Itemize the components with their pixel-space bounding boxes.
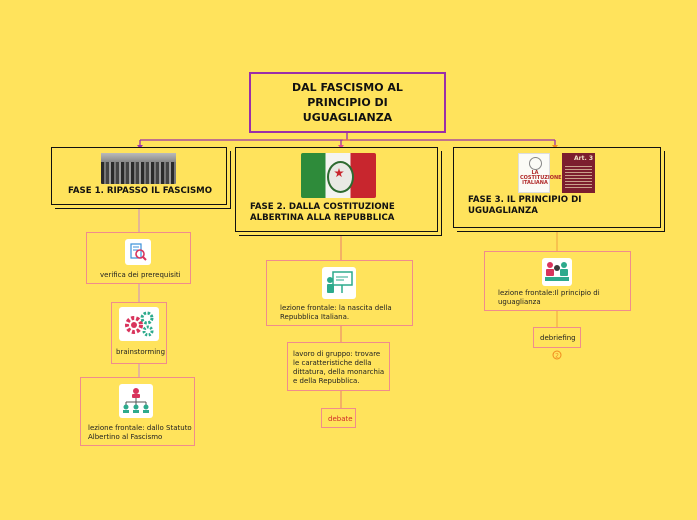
- node-lezione-uguaglianza[interactable]: lezione frontale:Il principio di uguagli…: [484, 251, 631, 311]
- node-lezione-repubblica[interactable]: lezione frontale: la nascita della Repub…: [266, 260, 413, 326]
- emblem-icon: [327, 161, 354, 193]
- art3-image: Art. 3: [562, 153, 595, 193]
- hierarchy-icon: [119, 384, 153, 418]
- historical-photo: [101, 153, 176, 184]
- node-lezione-statuto-label: lezione frontale: dallo Statuto Albertin…: [88, 424, 192, 441]
- node-brainstorming-label: brainstorming: [116, 348, 166, 356]
- node-debriefing[interactable]: debriefing: [533, 327, 581, 348]
- phase-3-box[interactable]: LA COSTITUZIONE ITALIANA Art. 3 FASE 3. …: [453, 147, 661, 228]
- node-brainstorming[interactable]: brainstorming: [111, 302, 167, 364]
- node-lezione-repubblica-label: lezione frontale: la nascita della Repub…: [280, 304, 392, 321]
- node-lavoro-gruppo[interactable]: lavoro di gruppo: trovare le caratterist…: [287, 342, 390, 391]
- presentation-icon: [322, 267, 356, 299]
- phase-3-title: FASE 3. IL PRINCIPIO DI UGUAGLIANZA: [468, 195, 582, 216]
- node-verifica-prerequisiti[interactable]: verifica dei prerequisiti: [86, 232, 191, 284]
- phase-2-title: FASE 2. DALLA COSTITUZIONE ALBERTINA ALL…: [250, 202, 395, 223]
- magnifier-document-icon: [125, 239, 151, 265]
- node-debate[interactable]: debate: [321, 408, 356, 428]
- italian-flag-image: [301, 153, 376, 198]
- constitution-book-image: LA COSTITUZIONE ITALIANA: [518, 153, 562, 193]
- phase-2-box[interactable]: FASE 2. DALLA COSTITUZIONE ALBERTINA ALL…: [235, 147, 438, 232]
- node-debate-label: debate: [328, 415, 353, 423]
- gears-icon: [119, 307, 159, 341]
- node-debriefing-label: debriefing: [540, 334, 576, 342]
- phase-1-box[interactable]: FASE 1. RIPASSO IL FASCISMO: [51, 147, 227, 205]
- node-lezione-uguaglianza-label: lezione frontale:Il principio di uguagli…: [498, 289, 600, 306]
- meeting-icon: [542, 258, 572, 286]
- node-verifica-label: verifica dei prerequisiti: [100, 271, 181, 279]
- constitution-book-label: LA COSTITUZIONE ITALIANA: [520, 170, 562, 186]
- svg-text:2: 2: [555, 353, 559, 360]
- node-lezione-statuto[interactable]: lezione frontale: dallo Statuto Albertin…: [80, 377, 195, 446]
- root-topic[interactable]: DAL FASCISMO AL PRINCIPIO DI UGUAGLIANZA: [249, 72, 446, 133]
- art3-label: Art. 3: [573, 155, 593, 162]
- node-lavoro-gruppo-label: lavoro di gruppo: trovare le caratterist…: [293, 350, 385, 385]
- phase-1-title: FASE 1. RIPASSO IL FASCISMO: [68, 186, 213, 196]
